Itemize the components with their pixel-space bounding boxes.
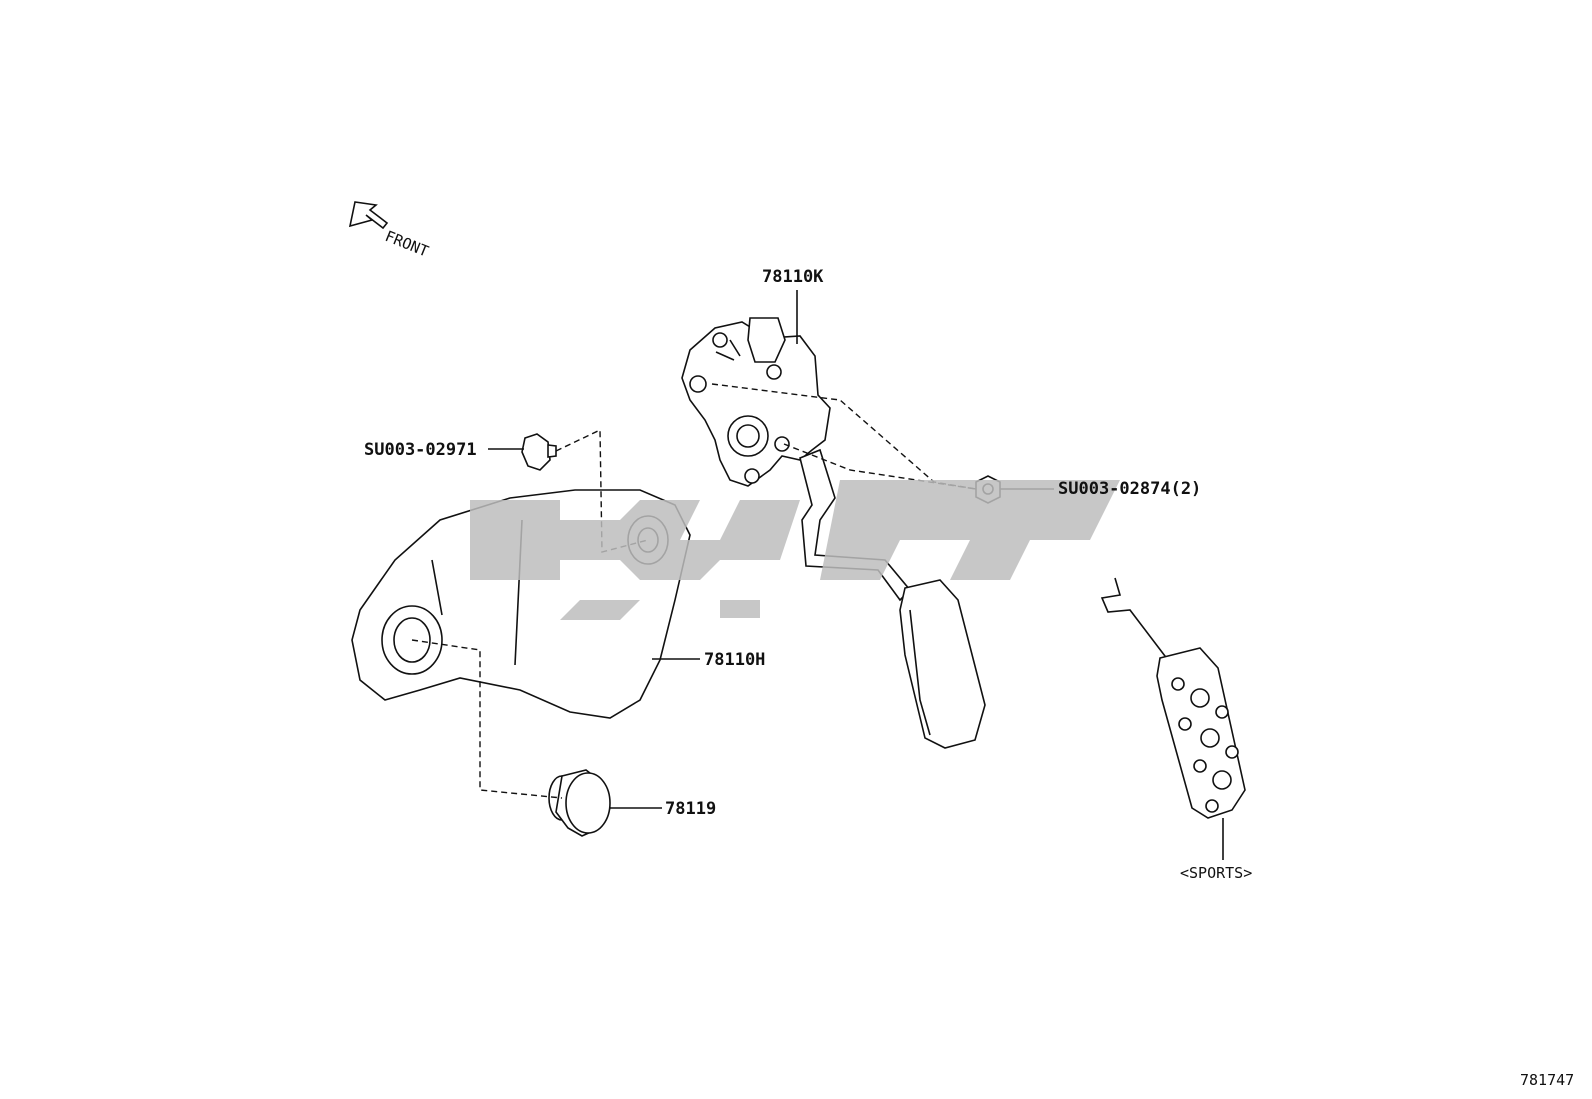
part-label-su003-02971: SU003-02971 <box>364 440 477 460</box>
part-label-78119: 78119 <box>665 799 716 819</box>
pedal-sensor-housing <box>681 317 831 487</box>
part-label-78110k: 78110K <box>762 267 824 287</box>
front-arrow-icon <box>348 201 389 230</box>
bolt-part <box>521 433 557 471</box>
plug-part <box>548 769 611 837</box>
variant-label-sports: <SPORTS> <box>1180 864 1252 882</box>
front-label: FRONT <box>383 227 432 261</box>
part-label-78110h: 78110H <box>704 650 765 670</box>
sports-pedal <box>1100 577 1246 819</box>
diagram-number: 781747 <box>1520 1071 1574 1089</box>
watermark-logo <box>470 480 1120 620</box>
part-label-su003-02874: SU003-02874(2) <box>1058 479 1201 499</box>
